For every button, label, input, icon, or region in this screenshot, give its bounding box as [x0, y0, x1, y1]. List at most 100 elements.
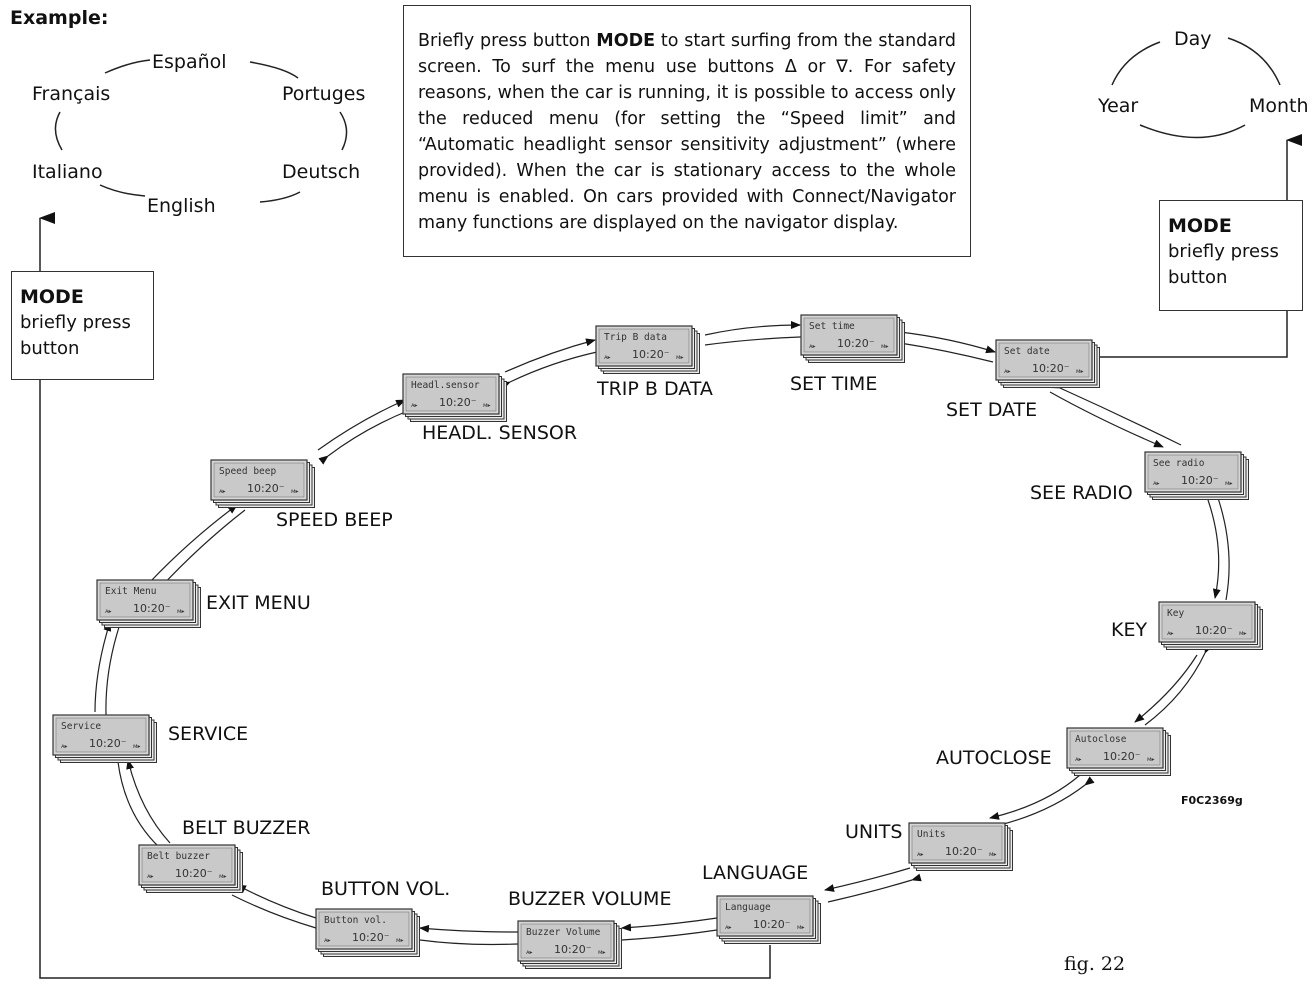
language-deutsch: Deutsch: [282, 161, 360, 183]
date-day: Day: [1174, 28, 1212, 50]
language-italiano: Italiano: [32, 161, 103, 183]
lcd-clock: 10:20⁻: [632, 348, 670, 361]
lcd-clock: 10:20⁻: [1032, 362, 1070, 375]
lcd-text: Trip B data: [604, 332, 667, 343]
lcd-icon-left: ᴀ▸: [917, 851, 924, 858]
menu-labels: SET TIME SET DATE SEE RADIO KEY AUTOCLOS…: [168, 373, 1147, 910]
lcd-text: Units: [917, 829, 946, 840]
language-francais: Français: [32, 83, 110, 105]
lcd-icon-left: ᴀ▸: [147, 873, 154, 880]
lcd-clock: 10:20⁻: [1195, 624, 1233, 637]
mode-box-right-line1: briefly press: [1168, 241, 1279, 262]
language-espanol: Español: [152, 51, 227, 73]
lcd-icon-right: ᴍ▸: [598, 949, 606, 956]
lcd-screen-belt-buzzer: Belt buzzer ᴀ▸ 10:20⁻ ᴍ▸: [138, 844, 243, 893]
lcd-text: Key: [1167, 608, 1184, 619]
info-text-start: Briefly press button: [418, 31, 597, 51]
language-portuges: Portuges: [282, 83, 365, 105]
lcd-icon-left: ᴀ▸: [1153, 480, 1160, 487]
lcd-icon-left: ᴀ▸: [604, 354, 611, 361]
lcd-screen-speed-beep: Speed beep ᴀ▸ 10:20⁻ ᴍ▸: [210, 459, 315, 508]
lcd-text: See radio: [1153, 458, 1205, 469]
lcd-screen-see-radio: See radio ᴀ▸ 10:20⁻ ᴍ▸: [1144, 451, 1249, 500]
lcd-icon-right: ᴍ▸: [797, 924, 805, 931]
mode-box-right-title: MODE: [1168, 215, 1232, 237]
lcd-screen-key: Key ᴀ▸ 10:20⁻ ᴍ▸: [1158, 601, 1263, 650]
lcd-icon-right: ᴍ▸: [1147, 756, 1155, 763]
label-belt-buzzer: BELT BUZZER: [182, 817, 311, 839]
lcd-icon-right: ᴍ▸: [676, 354, 684, 361]
label-autoclose: AUTOCLOSE: [936, 747, 1052, 769]
lcd-text: Button vol.: [324, 915, 387, 926]
lcd-text: Service: [61, 721, 101, 732]
label-set-time: SET TIME: [790, 373, 877, 395]
lcd-icon-left: ᴀ▸: [809, 343, 816, 350]
lcd-icon-right: ᴍ▸: [133, 743, 141, 750]
lcd-screen-units: Units ᴀ▸ 10:20⁻ ᴍ▸: [908, 822, 1013, 871]
info-text-mode: MODE: [596, 31, 656, 51]
lcd-clock: 10:20⁻: [945, 845, 983, 858]
mode-box-left-line1: briefly press: [20, 312, 131, 333]
lcd-text: Language: [725, 902, 771, 913]
lcd-text: Belt buzzer: [147, 851, 210, 862]
lcd-icon-right: ᴍ▸: [989, 851, 997, 858]
lcd-icon-right: ᴍ▸: [177, 608, 185, 615]
lcd-clock: 10:20⁻: [753, 918, 791, 931]
lcd-icon-right: ᴍ▸: [1076, 368, 1084, 375]
label-buzzer-volume: BUZZER VOLUME: [508, 888, 671, 910]
example-title: Example:: [10, 7, 109, 29]
lcd-screen-buzzer-volume: Buzzer Volume ᴀ▸ 10:20⁻ ᴍ▸: [517, 920, 622, 969]
date-labels: Day Month Year: [1097, 28, 1309, 117]
lcd-icon-left: ᴀ▸: [1167, 630, 1174, 637]
info-box: Briefly press button MODE to start surfi…: [403, 5, 971, 257]
lcd-text: Buzzer Volume: [526, 927, 601, 938]
label-exit-menu: EXIT MENU: [206, 592, 311, 614]
figure-code: F0C2369g: [1181, 794, 1243, 807]
lcd-icon-left: ᴀ▸: [324, 937, 331, 944]
date-year: Year: [1097, 95, 1138, 117]
lcd-text: Autoclose: [1075, 734, 1127, 745]
lcd-clock: 10:20⁻: [247, 482, 285, 495]
label-key: KEY: [1111, 619, 1147, 641]
label-units: UNITS: [845, 821, 902, 843]
lcd-clock: 10:20⁻: [175, 867, 213, 880]
lcd-icon-left: ᴀ▸: [61, 743, 68, 750]
cycle-arrows: [94, 321, 1230, 948]
label-language: LANGUAGE: [702, 862, 808, 884]
info-text-rest: to start surfing from the standard scree…: [418, 31, 956, 233]
lcd-icon-left: ᴀ▸: [411, 402, 418, 409]
lcd-clock: 10:20⁻: [1103, 750, 1141, 763]
mode-box-right-line2: button: [1168, 267, 1228, 288]
label-set-date: SET DATE: [946, 399, 1037, 421]
lcd-text: Set date: [1004, 346, 1050, 357]
label-service: SERVICE: [168, 723, 248, 745]
lcd-screen-autoclose: Autoclose ᴀ▸ 10:20⁻ ᴍ▸: [1066, 727, 1171, 776]
lcd-clock: 10:20⁻: [837, 337, 875, 350]
lcd-icon-right: ᴍ▸: [1239, 630, 1247, 637]
mode-box-left-title: MODE: [20, 286, 84, 308]
lcd-text: Exit Menu: [105, 586, 156, 597]
lcd-icon-right: ᴍ▸: [291, 488, 299, 495]
lcd-clock: 10:20⁻: [1181, 474, 1219, 487]
lcd-icon-left: ᴀ▸: [219, 488, 226, 495]
label-button-vol: BUTTON VOL.: [321, 878, 450, 900]
language-cycle: [54, 59, 348, 203]
label-trip-b-data: TRIP B DATA: [596, 378, 713, 400]
mode-box-left: MODE briefly press button: [11, 271, 154, 380]
lcd-clock: 10:20⁻: [133, 602, 171, 615]
lcd-clock: 10:20⁻: [554, 943, 592, 956]
lcd-icon-left: ᴀ▸: [1075, 756, 1082, 763]
lcd-icon-right: ᴍ▸: [1225, 480, 1233, 487]
date-month: Month: [1249, 95, 1309, 117]
date-cycle: [1111, 37, 1281, 139]
lcd-text: Speed beep: [219, 466, 276, 477]
lcd-icon-left: ᴀ▸: [526, 949, 533, 956]
label-see-radio: SEE RADIO: [1030, 482, 1133, 504]
lcd-icon-right: ᴍ▸: [219, 873, 227, 880]
